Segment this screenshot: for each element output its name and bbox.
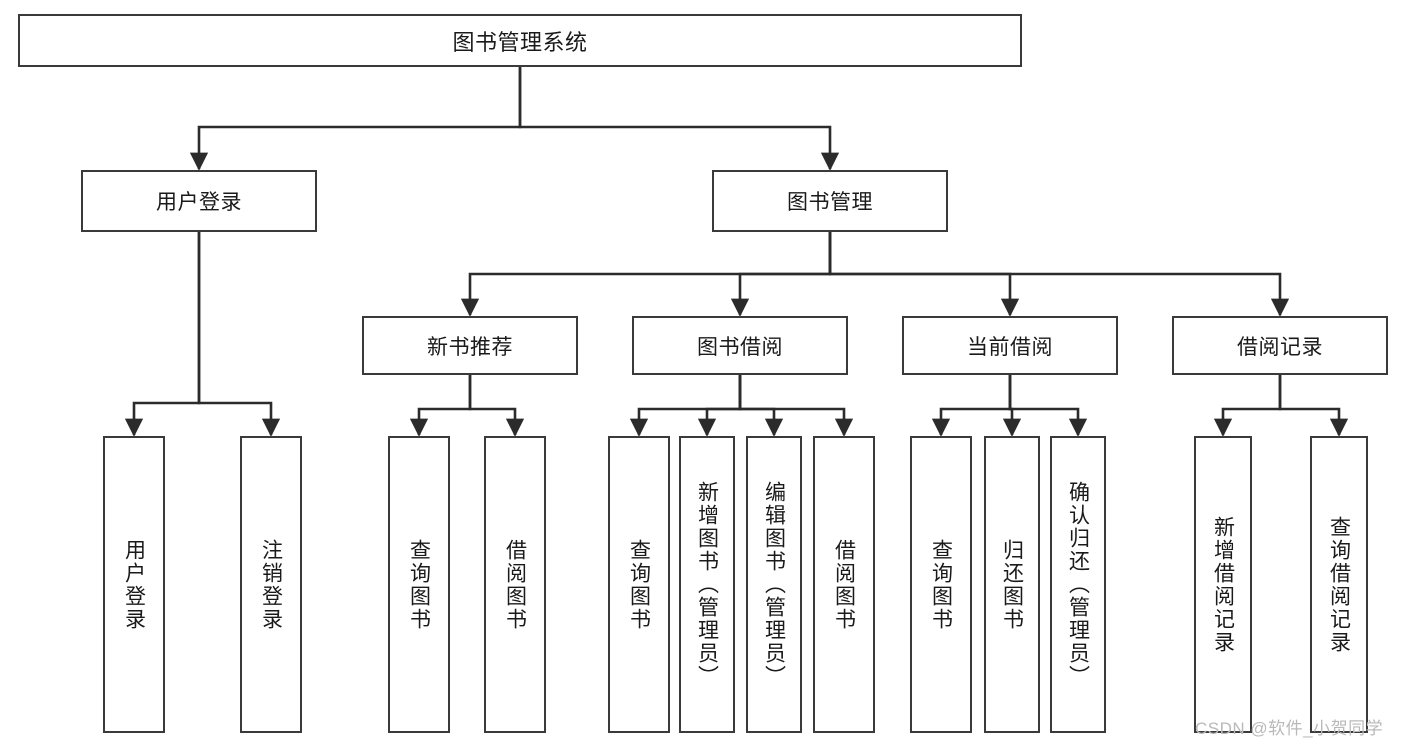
node-label: 借阅图书 [832, 538, 856, 631]
connector-lines [124, 67, 1349, 437]
edge-root-to-login [189, 67, 522, 171]
node-l_query2[interactable]: 查询图书 [608, 436, 670, 733]
edge-records-to-l_addrec [1213, 375, 1282, 437]
node-records[interactable]: 借阅记录 [1172, 316, 1388, 375]
edge-bookmgmt-to-newbook [460, 232, 832, 317]
edge-bookmgmt-to-records [828, 232, 1290, 317]
node-l_login[interactable]: 用户登录 [103, 436, 165, 733]
node-label: 新增图书（管理员） [695, 481, 719, 688]
node-label: 借阅图书 [503, 538, 527, 631]
node-login[interactable]: 用户登录 [81, 170, 317, 232]
node-root[interactable]: 图书管理系统 [18, 14, 1022, 67]
edge-bookmgmt-to-current [828, 232, 1020, 317]
edge-newbook-to-l_borrow1 [468, 375, 525, 437]
node-label: 图书借阅 [697, 335, 783, 359]
node-borrow[interactable]: 图书借阅 [632, 316, 848, 375]
edge-borrow-to-l_borrow2 [738, 375, 854, 437]
edge-bookmgmt-to-borrow [730, 232, 832, 317]
node-current[interactable]: 当前借阅 [902, 316, 1118, 375]
node-label: 编辑图书（管理员） [762, 481, 786, 688]
edge-borrow-to-l_add [697, 375, 742, 437]
node-l_add[interactable]: 新增图书（管理员） [679, 436, 735, 733]
node-label: 新书推荐 [427, 335, 513, 359]
node-bookmgmt[interactable]: 图书管理 [712, 170, 948, 232]
node-l_borrow1[interactable]: 借阅图书 [484, 436, 546, 733]
edge-borrow-to-l_edit [738, 375, 784, 437]
node-l_queryrec[interactable]: 查询借阅记录 [1310, 436, 1368, 733]
node-l_query1[interactable]: 查询图书 [388, 436, 450, 733]
node-label: 借阅记录 [1237, 335, 1323, 359]
edge-root-to-bookmgmt [518, 67, 840, 171]
node-l_return[interactable]: 归还图书 [984, 436, 1040, 733]
node-label: 用户登录 [122, 538, 146, 631]
node-label: 新增借阅记录 [1211, 515, 1235, 654]
node-label: 图书管理系统 [452, 29, 588, 55]
node-label: 确认归还（管理员） [1066, 481, 1090, 688]
node-label: 归还图书 [1000, 538, 1024, 631]
node-label: 查询图书 [929, 538, 953, 631]
node-newbook[interactable]: 新书推荐 [362, 316, 578, 375]
node-l_borrow2[interactable]: 借阅图书 [813, 436, 875, 733]
node-label: 注销登录 [259, 538, 283, 631]
edge-current-to-l_confirm [1008, 375, 1088, 437]
node-l_logout[interactable]: 注销登录 [240, 436, 302, 733]
node-l_query3[interactable]: 查询图书 [910, 436, 972, 733]
edge-records-to-l_queryrec [1278, 375, 1349, 437]
node-l_edit[interactable]: 编辑图书（管理员） [746, 436, 802, 733]
node-label: 图书管理 [787, 191, 873, 214]
node-label: 查询图书 [407, 538, 431, 631]
node-label: 查询借阅记录 [1327, 515, 1351, 654]
node-l_addrec[interactable]: 新增借阅记录 [1194, 436, 1252, 733]
edge-login-to-l_logout [197, 232, 281, 437]
edge-login-to-l_login [124, 232, 201, 437]
node-label: 用户登录 [156, 191, 242, 214]
node-label: 查询图书 [627, 538, 651, 631]
node-label: 当前借阅 [967, 335, 1053, 359]
node-l_confirm[interactable]: 确认归还（管理员） [1050, 436, 1106, 733]
edge-current-to-l_return [1002, 375, 1022, 437]
edge-borrow-to-l_query2 [629, 375, 742, 437]
edge-current-to-l_query3 [931, 375, 1012, 437]
watermark: CSDN @软件_小贺同学 [1195, 719, 1384, 738]
edge-newbook-to-l_query1 [409, 375, 472, 437]
